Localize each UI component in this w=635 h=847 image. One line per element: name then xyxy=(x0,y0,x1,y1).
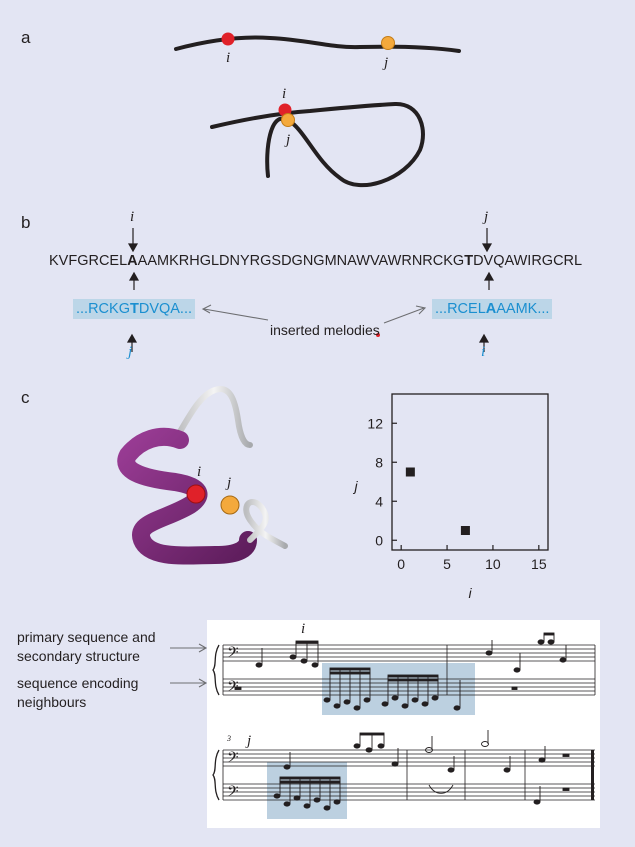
highlight-encoding-2 xyxy=(267,762,347,819)
label-j-a1: j xyxy=(384,55,389,71)
label-sequence-encoding: sequence encoding xyxy=(17,675,139,691)
residue-j-dot xyxy=(381,36,395,50)
label-j-b-top: j xyxy=(484,209,489,225)
measure-number: 3 xyxy=(226,734,231,743)
inserted-melody-left: ...RCKGTDVQA... xyxy=(73,299,196,319)
y-tick-label: 4 xyxy=(375,493,383,509)
y-tick-label: 12 xyxy=(367,415,383,431)
panel-label-c: c xyxy=(21,388,30,407)
svg-text:𝄢: 𝄢 xyxy=(227,678,239,699)
plot-frame xyxy=(391,393,549,551)
label-i-b-top: i xyxy=(130,209,135,225)
label-i-b-bottom: i xyxy=(481,344,486,360)
svg-text:𝄢: 𝄢 xyxy=(227,644,239,665)
x-tick-label: 5 xyxy=(443,556,451,572)
x-axis-label: i xyxy=(468,585,472,601)
y-axis-label: j xyxy=(352,478,358,494)
x-tick-label: 0 xyxy=(397,556,405,572)
residue-i-dot xyxy=(221,32,235,46)
label-j-b-bottom: j xyxy=(128,344,133,360)
svg-text:𝄢: 𝄢 xyxy=(227,749,239,770)
highlight-encoding-1 xyxy=(322,663,475,715)
score-drawing: 𝄢 𝄢 𝄢 𝄢 xyxy=(212,621,596,819)
inserted-melody-right: ...RCELAAAMK... xyxy=(432,299,553,319)
y-tick-label: 0 xyxy=(375,532,383,548)
label-j-c: j xyxy=(227,475,232,491)
label-j-a2: j xyxy=(286,132,291,148)
label-secondary-structure: secondary structure xyxy=(17,648,140,664)
panel-label-a: a xyxy=(21,28,31,47)
contact-point xyxy=(405,467,415,477)
label-primary-sequence: primary sequence and xyxy=(17,629,156,645)
y-tick-label: 8 xyxy=(375,454,383,470)
score-label-j: j xyxy=(245,733,251,749)
inserted-melodies-note: inserted melodies xyxy=(270,322,380,338)
score-label-i: i xyxy=(301,621,305,637)
label-i-a2: i xyxy=(282,86,287,102)
contact-point xyxy=(460,526,470,535)
x-tick-label: 10 xyxy=(485,556,501,572)
x-tick-label: 15 xyxy=(531,556,547,572)
label-neighbours: neighbours xyxy=(17,694,87,710)
residue-j-dot-folded xyxy=(281,113,295,127)
label-i-a1: i xyxy=(226,50,231,66)
music-score: 𝄢 𝄢 𝄢 𝄢 xyxy=(207,620,600,828)
svg-text:𝄢: 𝄢 xyxy=(227,783,239,804)
label-i-c: i xyxy=(197,464,202,480)
protein-sequence: KVFGRCELAAAMKRHGLDNYRGSDGNGMNAWVAWRNRCKG… xyxy=(49,253,583,269)
panel-label-b: b xyxy=(21,213,31,232)
